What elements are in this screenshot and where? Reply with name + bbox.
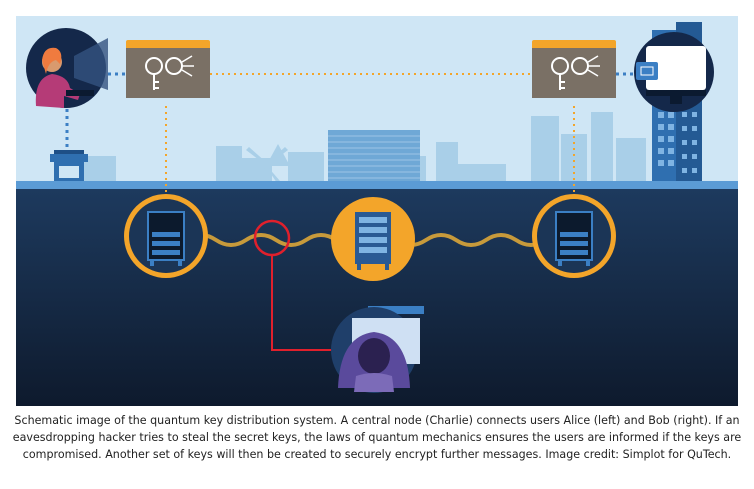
central-building	[328, 130, 420, 186]
alice-avatar-icon	[26, 28, 108, 108]
figure-caption: Schematic image of the quantum key distr…	[12, 414, 742, 461]
server-node-alice-icon	[124, 194, 208, 278]
classical-links	[165, 73, 575, 194]
key-box-left-icon	[126, 40, 210, 98]
intercept-circle-icon	[253, 219, 291, 257]
alice-kiosk	[50, 150, 88, 186]
eavesdrop-line	[271, 256, 346, 351]
ground-band	[16, 181, 738, 189]
key-box-right-icon	[532, 40, 616, 98]
server-node-charlie-icon	[331, 197, 415, 281]
windmill-icon	[246, 147, 288, 186]
qkd-schematic	[16, 16, 738, 406]
bob-monitor-icon	[634, 32, 714, 112]
user-links	[65, 72, 636, 150]
server-node-bob-icon	[532, 194, 616, 278]
hacker-avatar-icon	[331, 306, 424, 393]
